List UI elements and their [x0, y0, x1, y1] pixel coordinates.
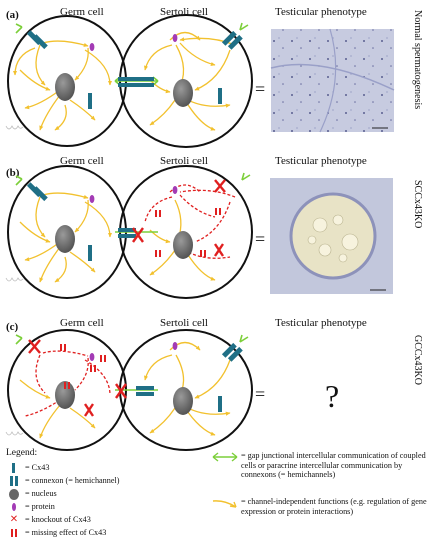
degenerated-tubule — [289, 192, 377, 280]
cx43-connexon-icon — [136, 342, 243, 396]
legend: Legend: = Cx43 = connexon (= hemichannel… — [0, 448, 433, 550]
independent-legend-arrow — [212, 500, 237, 508]
tubule-boundary — [319, 28, 337, 133]
legend-label: = nucleus — [25, 489, 57, 499]
protein-icon — [172, 186, 178, 194]
panel-a-phenotype-title: Testicular phenotype — [275, 6, 367, 18]
nucleus-icon — [173, 387, 193, 415]
legend-independent-text: = channel-independent functions (e.g. re… — [241, 497, 427, 516]
signature-mark — [5, 125, 24, 436]
protein-icon — [6, 501, 22, 513]
equals-sign: = — [255, 79, 265, 99]
nucleus-icon — [173, 79, 193, 107]
legend-label: = protein — [25, 502, 55, 512]
vacuoles — [307, 214, 359, 263]
cx43-connexon-icon — [26, 182, 136, 238]
nucleus-icon — [173, 231, 193, 259]
panel-a-germ-title: Germ cell — [60, 6, 104, 18]
nucleus-icon — [55, 73, 75, 101]
knockout-icon: ✕ — [9, 514, 19, 525]
protein-icon — [89, 195, 95, 203]
panel-b-phenotype-title: Testicular phenotype — [275, 155, 367, 167]
gap-junction-arrows — [15, 172, 251, 233]
legend-gap-text: = gap junctional intercellular communica… — [241, 451, 426, 480]
panel-b-side-label: SCCx43KO — [412, 180, 423, 228]
legend-item-connexon: = connexon (= hemichannel) — [6, 475, 120, 487]
gap-junction-arrows — [15, 22, 249, 86]
panel-c: (c) Germ cell Sertoli cell Testicular ph… — [6, 317, 423, 451]
panel-b-sertoli-title: Sertoli cell — [160, 155, 208, 167]
channel-independent-arrows — [19, 341, 231, 439]
protein-icon — [172, 34, 178, 42]
panel-b-germ-title: Germ cell — [60, 155, 104, 167]
panel-c-phenotype-title: Testicular phenotype — [275, 317, 367, 329]
gap-junction-legend-arrow — [212, 452, 238, 462]
cx43-icon — [88, 93, 92, 109]
unknown-phenotype: ? — [325, 378, 339, 414]
cx43-icon — [218, 88, 222, 104]
legend-item-nucleus: = nucleus — [6, 488, 57, 500]
missing-effect-icon — [60, 344, 106, 389]
legend-title: Legend: — [6, 448, 38, 458]
missing-effect-arrows — [24, 350, 111, 417]
legend-label: = missing effect of Cx43 — [25, 528, 107, 538]
tubule-boundary — [270, 63, 395, 91]
panel-c-side-label: GCCx43KO — [412, 335, 423, 385]
panel-b: (b) Germ cell Sertoli cell Testicular ph… — [6, 155, 423, 299]
panel-a-side-label: Normal spermatogenesis — [412, 10, 423, 109]
legend-item-protein: = protein — [6, 501, 55, 513]
nucleus-icon — [6, 488, 22, 500]
knockout-icon — [132, 179, 226, 257]
panel-a-letter: (a) — [6, 9, 19, 21]
cx43-connexon-icon — [26, 30, 243, 87]
panel-c-germ-title: Germ cell — [60, 317, 104, 329]
legend-item-knockout: ✕ = knockout of Cx43 — [6, 514, 91, 526]
connexon-icon — [6, 475, 22, 487]
cx43-icon — [6, 462, 22, 474]
missing-effect-icon — [6, 527, 22, 539]
equals-sign: = — [255, 384, 265, 404]
missing-effect-arrows — [144, 184, 236, 259]
normal-testis-micrograph — [271, 29, 394, 132]
cx43-icon — [218, 396, 222, 412]
legend-label: = connexon (= hemichannel) — [25, 476, 120, 486]
panel-a: (a) Germ cell Sertoli cell Testicular ph… — [6, 6, 423, 148]
gap-junction-arrows — [15, 334, 249, 391]
equals-sign: = — [255, 229, 265, 249]
knockout-icon — [28, 339, 127, 417]
protein-icon — [89, 353, 95, 361]
nucleus-icon — [55, 225, 75, 253]
legend-item-cx43: = Cx43 — [6, 462, 49, 474]
legend-label: = knockout of Cx43 — [25, 515, 91, 525]
missing-effect-icon — [155, 208, 221, 257]
panel-c-sertoli-title: Sertoli cell — [160, 317, 208, 329]
cx43-icon — [88, 245, 92, 261]
legend-item-missing: = missing effect of Cx43 — [6, 527, 106, 539]
legend-label: = Cx43 — [25, 463, 50, 473]
protein-icon — [172, 342, 178, 350]
protein-icon — [89, 43, 95, 51]
panel-c-letter: (c) — [6, 321, 19, 333]
